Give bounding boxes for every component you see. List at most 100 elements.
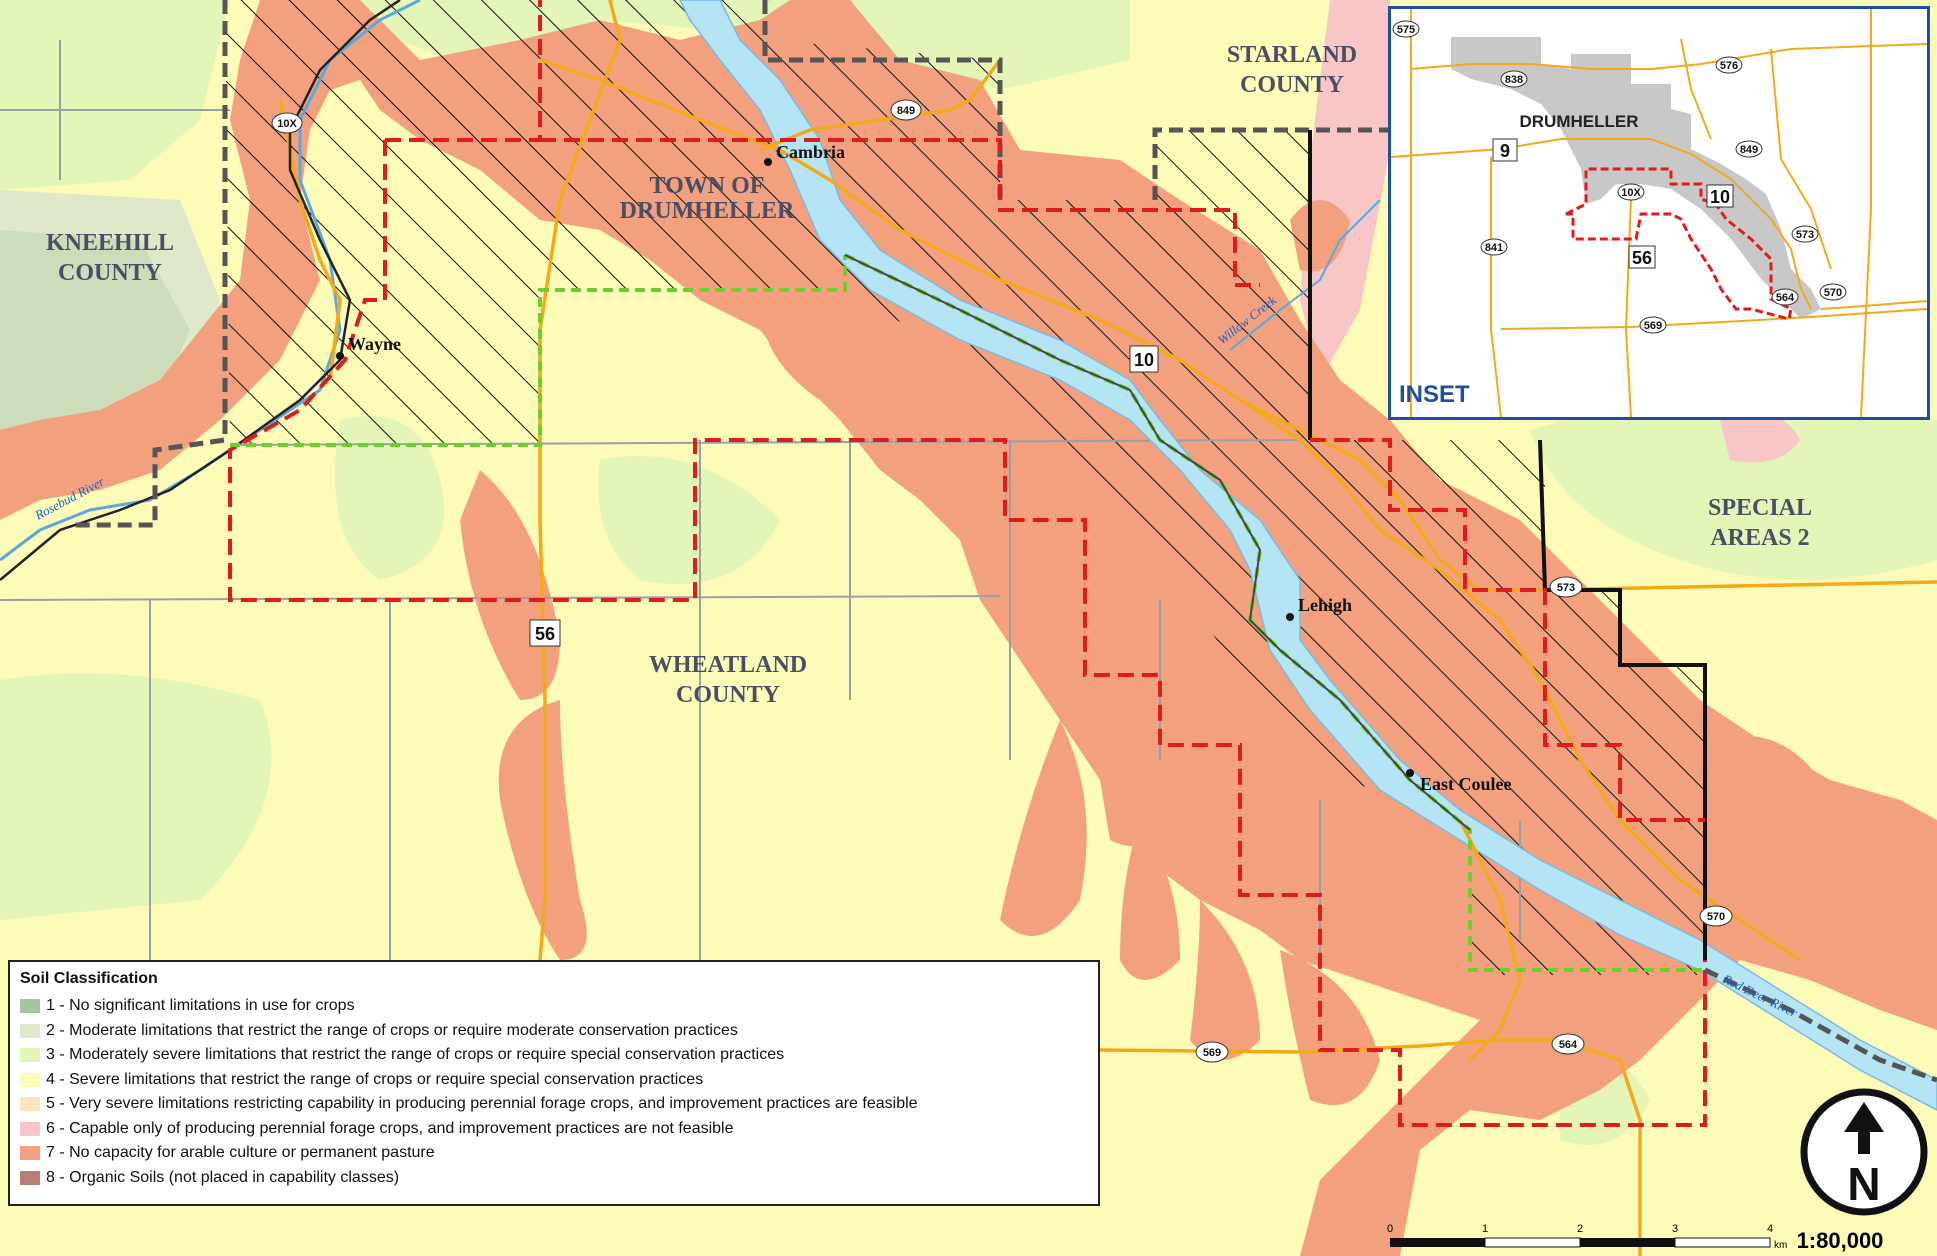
inset-town-label: DRUMHELLER — [1520, 112, 1639, 131]
inset-highway-10-shield — [1706, 184, 1734, 208]
soil-class-6-areas — [1300, 0, 1800, 463]
starland-county-label: STARLAND — [1227, 42, 1357, 68]
route-570-shield — [1699, 905, 1733, 927]
scale-tick-label: 3 — [1672, 1223, 1678, 1235]
inset-route-576-label: 576 — [1720, 60, 1738, 72]
route-573-shield — [1549, 576, 1583, 598]
legend-label: 4 - Severe limitations that restrict the… — [46, 1070, 704, 1088]
legend-label: 5 - Very severe limitations restricting … — [46, 1095, 918, 1113]
legend-swatch — [20, 1072, 40, 1087]
inset-map: 575 838 576 849 9 10X 10 573 841 56 564 … — [1388, 6, 1930, 420]
inset-route-10x-shield — [1617, 183, 1645, 201]
cambria-label: Cambria — [776, 142, 845, 162]
route-564-shield — [1551, 1033, 1585, 1055]
highway-10-shield — [1129, 345, 1159, 373]
route-569-shield — [1195, 1041, 1229, 1063]
legend-swatch — [20, 1023, 40, 1038]
legend-item: 4 - Severe limitations that restrict the… — [20, 1068, 1088, 1093]
wayne-dot — [336, 352, 344, 360]
inset-route-838-shield — [1500, 70, 1528, 88]
legend-swatch — [20, 1048, 40, 1063]
lehigh-label: Lehigh — [1298, 595, 1352, 615]
route-10x-shield — [271, 112, 303, 134]
soil-classification-legend: Soil Classification 1 - No significant l… — [8, 960, 1100, 1206]
legend-label: 6 - Capable only of producing perennial … — [46, 1119, 734, 1137]
inset-route-575-shield — [1392, 20, 1420, 38]
highway-56-label: 56 — [535, 624, 555, 644]
red-deer-river — [679, 0, 1937, 1111]
north-arrow-letter: N — [1847, 1158, 1880, 1210]
legend-item: 8 - Organic Soils (not placed in capabil… — [20, 1166, 1088, 1191]
special-areas-label: SPECIAL — [1708, 495, 1812, 521]
inset-route-575-label: 575 — [1397, 24, 1415, 36]
boundaries — [75, 0, 1937, 1127]
inset-route-841-shield — [1480, 238, 1508, 256]
inset-highway-9-label: 9 — [1500, 141, 1510, 161]
wheatland-county-label-2: COUNTY — [676, 682, 780, 708]
inset-town-area — [1451, 37, 1821, 319]
kneehill-county-label-2: COUNTY — [58, 260, 162, 286]
highway-56-shield — [529, 619, 561, 647]
legend-label: 3 - Moderately severe limitations that r… — [46, 1046, 785, 1064]
highway-shields: 10 56 — [529, 345, 1159, 647]
inset-route-564-shield — [1771, 288, 1799, 306]
legend-item: 1 - No significant limitations in use fo… — [20, 994, 1088, 1019]
legend-swatch — [20, 999, 40, 1014]
legend-item: 5 - Very severe limitations restricting … — [20, 1092, 1088, 1117]
inset-route-564-label: 564 — [1776, 292, 1795, 304]
legend-swatch — [20, 1146, 40, 1161]
legend-item: 2 - Moderate limitations that restrict t… — [20, 1019, 1088, 1044]
special-areas-label-2: AREAS 2 — [1710, 525, 1809, 551]
legend-swatch — [20, 1097, 40, 1112]
route-849-shield — [890, 99, 922, 121]
town-of-drumheller-label-2: DRUMHELLER — [620, 198, 795, 224]
route-564-label: 564 — [1559, 1039, 1578, 1051]
inset-highway-56-label: 56 — [1632, 248, 1652, 268]
inset-route-838-label: 838 — [1505, 74, 1523, 86]
scale-tick-label: 1 — [1482, 1223, 1488, 1235]
legend-label: 2 - Moderate limitations that restrict t… — [46, 1021, 738, 1039]
east-coulee-label: East Coulee — [1420, 774, 1512, 794]
inset-route-10x-label: 10X — [1621, 187, 1641, 199]
inset-route-849-shield — [1735, 140, 1763, 158]
legend-swatch — [20, 1170, 40, 1185]
inset-highway-9-shield — [1492, 138, 1518, 162]
inset-route-576-shield — [1715, 56, 1743, 74]
wayne-label: Wayne — [348, 334, 401, 354]
inset-boundary — [1565, 167, 1793, 321]
route-573-label: 573 — [1557, 582, 1575, 594]
inset-route-569-shield — [1639, 316, 1667, 334]
route-10x-label: 10X — [277, 118, 297, 130]
inset-route-849-label: 849 — [1740, 144, 1758, 156]
willow-creek — [1229, 199, 1381, 351]
inset-route-570-shield — [1819, 283, 1847, 301]
scale-tick-label: 2 — [1577, 1223, 1583, 1235]
highway-10-label: 10 — [1134, 350, 1154, 370]
north-arrow: N — [1800, 1088, 1928, 1216]
soil-class-1-area — [0, 230, 190, 440]
scale-tick-label: 0 — [1387, 1223, 1393, 1235]
legend-item: 6 - Capable only of producing perennial … — [20, 1117, 1088, 1142]
inset-highway-10-label: 10 — [1710, 187, 1730, 207]
legend-label: 8 - Organic Soils (not placed in capabil… — [46, 1168, 400, 1186]
railway — [0, 0, 401, 581]
scale-tick-label: 4 — [1767, 1223, 1773, 1235]
rosebud-river — [0, 0, 421, 562]
inset-route-841-label: 841 — [1485, 242, 1503, 254]
legend-label: 1 - No significant limitations in use fo… — [46, 997, 355, 1015]
legend-label: 7 - No capacity for arable culture or pe… — [46, 1144, 435, 1162]
inset-map-graphic: 575 838 576 849 9 10X 10 573 841 56 564 … — [1391, 9, 1927, 417]
inset-route-573-shield — [1791, 225, 1819, 243]
legend-item: 7 - No capacity for arable culture or pe… — [20, 1141, 1088, 1166]
starland-county-label-2: COUNTY — [1240, 72, 1344, 98]
inset-title: INSET — [1399, 381, 1470, 408]
town-of-drumheller-label: TOWN OF — [650, 173, 765, 199]
inset-route-570-label: 570 — [1824, 287, 1842, 299]
scale-bar: 0 1 2 3 4 km 1:80,000 — [1387, 1223, 1883, 1253]
inset-route-569-label: 569 — [1644, 320, 1662, 332]
scale-unit: km — [1774, 1240, 1787, 1251]
legend-title: Soil Classification — [20, 970, 158, 987]
inset-highway-56-shield — [1628, 245, 1656, 269]
wheatland-county-label: WHEATLAND — [649, 652, 807, 678]
